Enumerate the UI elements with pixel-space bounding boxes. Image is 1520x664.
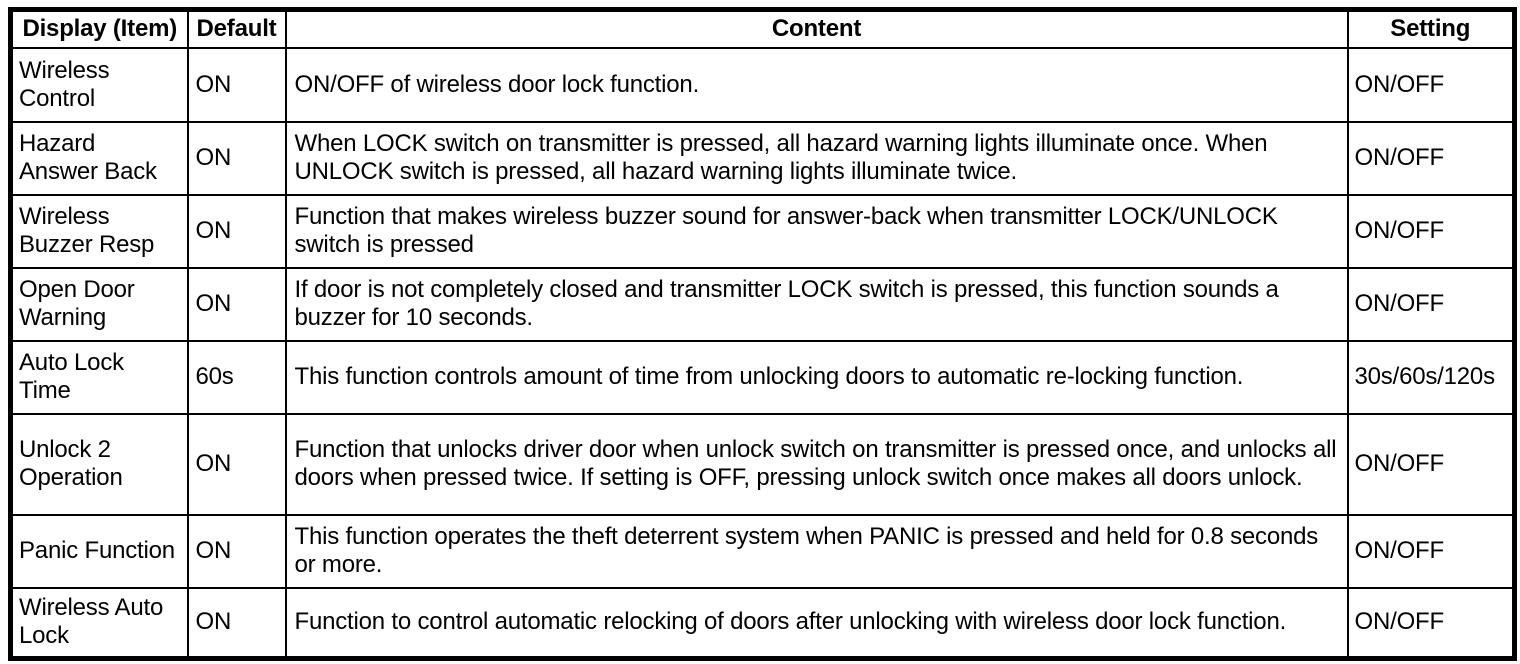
table-row: Hazard Answer Back ON When LOCK switch o… [9,120,1516,196]
cell-default: ON [186,586,287,660]
cell-content: When LOCK switch on transmitter is press… [284,120,1349,196]
cell-content: Function that makes wireless buzzer soun… [284,193,1349,269]
cell-setting: ON/OFF [1346,193,1516,269]
column-header-setting: Setting [1346,8,1516,49]
cell-setting: ON/OFF [1346,586,1516,660]
cell-content: ON/OFF of wireless door lock function. [284,46,1349,123]
cell-item: Unlock 2 Operation [9,412,189,516]
column-header-default: Default [186,8,287,49]
column-header-content: Content [284,8,1349,49]
cell-item: Panic Function [9,513,189,589]
cell-setting: 30s/60s/120s [1346,339,1516,415]
cell-content: If door is not completely closed and tra… [284,266,1349,342]
cell-default: 60s [186,339,287,415]
cell-content: This function operates the theft deterre… [284,513,1349,589]
table-row: Panic Function ON This function operates… [9,513,1516,589]
cell-item: Wireless Auto Lock [9,586,189,660]
table-row: Unlock 2 Operation ON Function that unlo… [9,412,1516,516]
cell-default: ON [186,412,287,516]
cell-setting: ON/OFF [1346,266,1516,342]
table-row: Open Door Warning ON If door is not comp… [9,266,1516,342]
table-row: Wireless Buzzer Resp ON Function that ma… [9,193,1516,269]
cell-setting: ON/OFF [1346,513,1516,589]
cell-setting: ON/OFF [1346,46,1516,123]
table-row: Wireless Control ON ON/OFF of wireless d… [9,46,1516,123]
cell-content: This function controls amount of time fr… [284,339,1349,415]
column-header-display-item: Display (Item) [9,8,189,49]
cell-default: ON [186,513,287,589]
cell-item: Open Door Warning [9,266,189,342]
table-row: Wireless Auto Lock ON Function to contro… [9,586,1516,660]
cell-item: Hazard Answer Back [9,120,189,196]
cell-item: Wireless Control [9,46,189,123]
cell-default: ON [186,266,287,342]
cell-item: Wireless Buzzer Resp [9,193,189,269]
cell-setting: ON/OFF [1346,412,1516,516]
cell-content: Function that unlocks driver door when u… [284,412,1349,516]
cell-item: Auto Lock Time [9,339,189,415]
cell-default: ON [186,120,287,196]
header-row: Display (Item) Default Content Setting [9,8,1516,49]
cell-default: ON [186,46,287,123]
table-row: Auto Lock Time 60s This function control… [9,339,1516,415]
cell-setting: ON/OFF [1346,120,1516,196]
cell-content: Function to control automatic relocking … [284,586,1349,660]
settings-table: Display (Item) Default Content Setting W… [8,7,1517,661]
cell-default: ON [186,193,287,269]
